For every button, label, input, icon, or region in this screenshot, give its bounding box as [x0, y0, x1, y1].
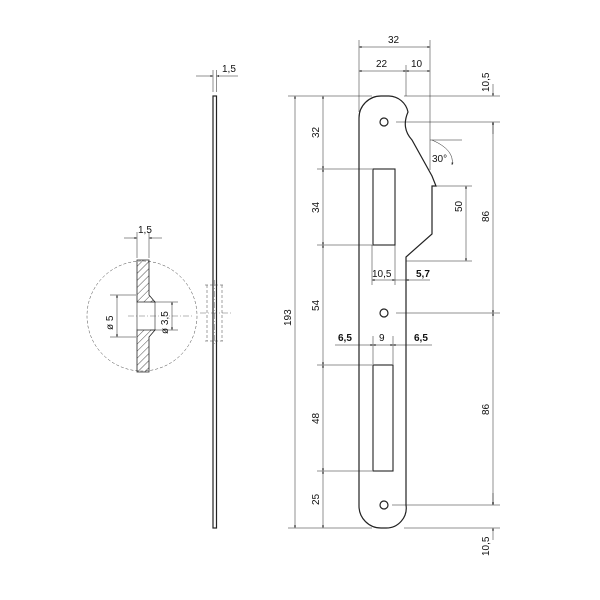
dim-lower-slot-width: 9 [379, 333, 385, 344]
side-view-strip [212, 95, 218, 529]
dim-seg-1: 32 [311, 126, 322, 138]
bolt-slot [372, 364, 394, 472]
dim-hole-outer: ø 5 [105, 315, 116, 330]
mounting-hole-bottom [379, 500, 389, 510]
dim-top-right: 10 [411, 59, 423, 70]
strike-plate-outline [358, 95, 437, 529]
dim-total-height: 193 [283, 309, 294, 326]
detail-section-lower [136, 329, 156, 373]
detail-view: 1,5 ø 5 ø 3,5 [86, 225, 198, 373]
dim-top-left: 22 [376, 59, 388, 70]
dim-seg-3: 54 [311, 299, 322, 311]
dim-angle: 30° [432, 154, 447, 165]
dim-slot-width: 10,5 [372, 269, 392, 280]
dim-seg-2: 34 [311, 201, 322, 213]
dim-lower-spacing: 86 [481, 403, 492, 415]
dim-thickness: 1,5 [222, 64, 236, 75]
dim-top-width: 32 [388, 35, 400, 46]
dim-latch-offset: 5,7 [416, 269, 430, 280]
front-view: 32 22 10 10,5 86 86 10,5 50 30° [283, 35, 500, 556]
detail-section-upper [136, 259, 156, 303]
dim-bottom-offset: 10,5 [481, 536, 492, 556]
dim-seg-4: 48 [311, 412, 322, 424]
dim-seg-5: 25 [311, 493, 322, 505]
dim-detail-thickness: 1,5 [138, 225, 152, 236]
dim-hole-inner: ø 3,5 [160, 311, 171, 334]
mounting-hole-top [379, 117, 389, 127]
dim-top-offset: 10,5 [481, 72, 492, 92]
mounting-hole-middle [379, 308, 389, 318]
dim-edge-right: 6,5 [414, 333, 428, 344]
side-view: 1,5 [196, 64, 238, 529]
dim-recess-height: 50 [454, 200, 465, 212]
latch-slot [372, 168, 396, 246]
dim-upper-spacing: 86 [481, 210, 492, 222]
dim-edge-left: 6,5 [338, 333, 352, 344]
